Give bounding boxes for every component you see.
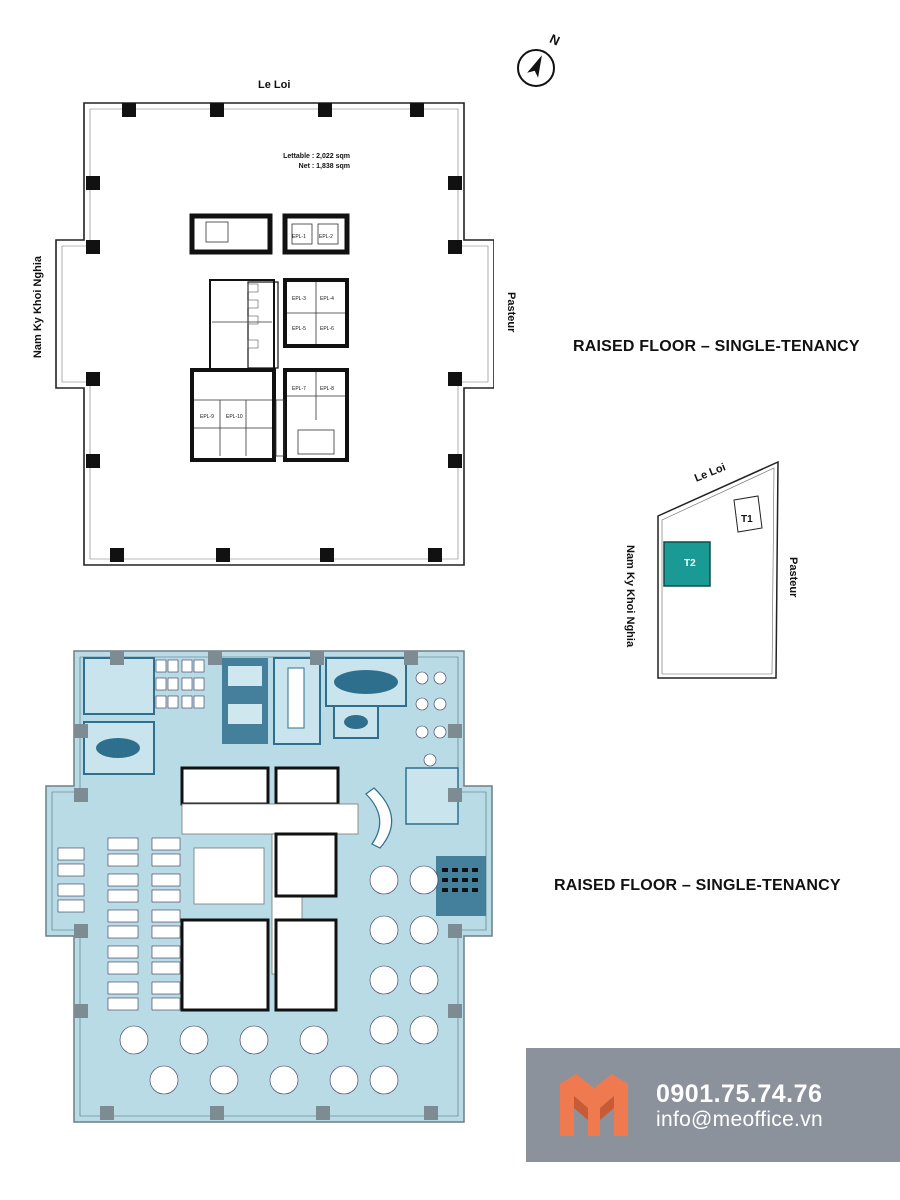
core-label: EPL-5 <box>292 326 306 332</box>
contact-banner: 0901.75.74.76 info@meoffice.vn <box>526 1048 900 1162</box>
bottom-floor-plan <box>44 648 494 1126</box>
compass: N <box>512 30 562 90</box>
site-map: T2 T1 <box>640 456 800 686</box>
meoffice-logo <box>556 1070 632 1140</box>
bottom-floor-plan-drawing <box>45 650 493 1123</box>
core-label: EPL-7 <box>292 386 306 392</box>
core-label: EPL-4 <box>320 296 334 302</box>
core-label: EPL-3 <box>292 296 306 302</box>
core-label: EPL-6 <box>320 326 334 332</box>
compass-icon: N <box>517 31 562 87</box>
site-street-left: Nam Ky Khoi Nghia <box>624 545 636 648</box>
tower-2-footprint <box>663 541 711 587</box>
net-area: Net : 1,838 sqm <box>298 163 350 170</box>
contact-email[interactable]: info@meoffice.vn <box>656 1108 823 1131</box>
tower-1-label: T1 <box>741 514 753 525</box>
tower-2-label: T2 <box>684 558 696 569</box>
site-street-right: Pasteur <box>787 557 799 598</box>
top-plan-street-left: Nam Ky Khoi Nghia <box>32 256 44 359</box>
meoffice-logo-icon <box>560 1074 628 1136</box>
top-plan-street-top: Le Loi <box>258 79 291 91</box>
site-map-drawing: T2 T1 <box>657 460 779 679</box>
core-label: EPL-10 <box>226 414 243 420</box>
bottom-plan-caption: RAISED FLOOR – SINGLE-TENANCY <box>554 877 841 894</box>
top-plan-caption: RAISED FLOOR – SINGLE-TENANCY <box>573 338 860 355</box>
contact-phone[interactable]: 0901.75.74.76 <box>656 1080 823 1108</box>
top-floor-plan: EPL-1 EPL-2 EPL-3 EPL-4 EPL-5 EPL-6 EPL-… <box>54 100 495 570</box>
top-floor-plan-drawing: EPL-1 EPL-2 EPL-3 EPL-4 EPL-5 EPL-6 EPL-… <box>55 102 495 566</box>
core-label: EPL-8 <box>320 386 334 392</box>
lettable-area: Lettable : 2,022 sqm <box>283 153 350 160</box>
north-label: N <box>547 31 562 49</box>
core-label: EPL-2 <box>319 234 333 240</box>
core-label: EPL-1 <box>292 234 306 240</box>
top-plan-street-right: Pasteur <box>505 292 517 333</box>
core-label: EPL-9 <box>200 414 214 420</box>
